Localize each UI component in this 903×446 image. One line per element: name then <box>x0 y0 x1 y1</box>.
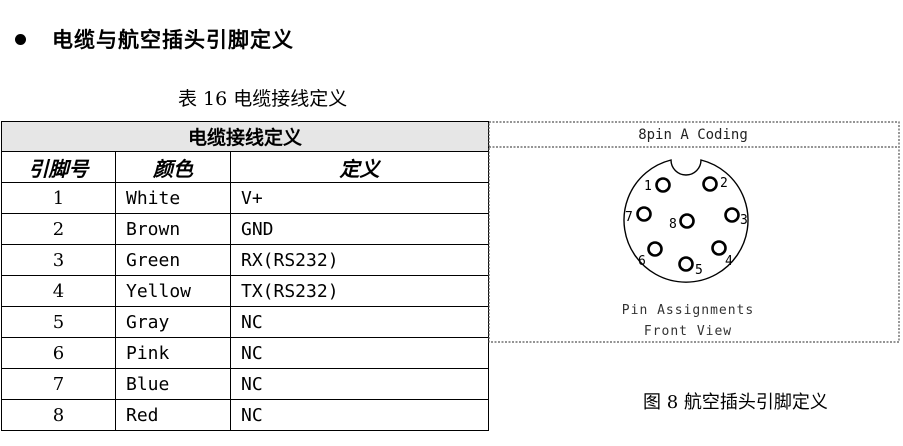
pin-cell: 6 <box>1 337 116 369</box>
color-cell: Pink <box>115 337 231 369</box>
definition-cell: NC <box>229 306 490 338</box>
pin-cell: 2 <box>1 213 116 245</box>
pin-4-icon <box>711 240 727 256</box>
definition-cell: V+ <box>229 182 490 214</box>
pin-label-7: 7 <box>625 210 633 225</box>
pin-label-1: 1 <box>644 179 652 194</box>
cable-wiring-table: 电缆接线定义 引脚号 颜色 定义 1 White V+ 2 Brown GND … <box>0 121 490 431</box>
color-cell: Brown <box>115 213 231 245</box>
col-header-pin: 引脚号 <box>1 151 116 183</box>
table-caption: 表 16 电缆接线定义 <box>178 88 348 110</box>
pin-2-icon <box>702 176 718 192</box>
pin-7-icon <box>636 206 652 222</box>
definition-cell: RX(RS232) <box>229 244 490 276</box>
pin-cell: 4 <box>1 275 116 307</box>
pin-8-icon <box>679 213 695 229</box>
table-row: 4 Yellow TX(RS232) <box>1 275 490 307</box>
definition-cell: NC <box>229 399 490 431</box>
pin-label-2: 2 <box>720 176 728 191</box>
pin-label-6: 6 <box>638 254 646 269</box>
table-row: 6 Pink NC <box>1 337 490 369</box>
pin-label-4: 4 <box>725 254 733 269</box>
table-row: 1 White V+ <box>1 182 490 214</box>
table-row: 2 Brown GND <box>1 213 490 245</box>
pin-3-icon <box>724 207 740 223</box>
heading-text: 电缆与航空插头引脚定义 <box>52 28 294 52</box>
bullet-icon <box>15 33 26 45</box>
table-row: 7 Blue NC <box>1 368 490 400</box>
pin-cell: 8 <box>1 399 116 431</box>
diagram-title: 8pin A Coding <box>638 127 748 143</box>
table-title-row: 电缆接线定义 <box>0 121 490 152</box>
pin-label-5: 5 <box>695 263 703 278</box>
pin-label-3: 3 <box>740 213 748 228</box>
connector-pinout-diagram: 8pin A Coding 1 2 3 4 5 6 7 8 Pin Assign… <box>488 121 900 343</box>
pin-cell: 3 <box>1 244 116 276</box>
figure-caption: 图 8 航空插头引脚定义 <box>643 392 828 413</box>
color-cell: Gray <box>115 306 231 338</box>
color-cell: Green <box>115 244 231 276</box>
color-cell: White <box>115 182 231 214</box>
col-header-definition: 定义 <box>229 151 490 183</box>
pin-1-icon <box>655 177 671 193</box>
pin-label-8: 8 <box>669 217 677 232</box>
color-cell: Red <box>115 399 231 431</box>
table-row: 3 Green RX(RS232) <box>1 244 490 276</box>
pin-assignments-label: Pin Assignments <box>622 303 754 318</box>
definition-cell: TX(RS232) <box>229 275 490 307</box>
table-header-row: 引脚号 颜色 定义 <box>1 151 490 183</box>
pin-cell: 5 <box>1 306 116 338</box>
section-heading: 电缆与航空插头引脚定义 <box>10 22 294 56</box>
pin-6-icon <box>647 241 663 257</box>
definition-cell: GND <box>229 213 490 245</box>
color-cell: Blue <box>115 368 231 400</box>
definition-cell: NC <box>229 337 490 369</box>
front-view-label: Front View <box>644 324 732 339</box>
table-row: 5 Gray NC <box>1 306 490 338</box>
pin-5-icon <box>678 256 694 272</box>
pin-cell: 1 <box>1 182 116 214</box>
diagram-frame <box>488 121 900 343</box>
pin-cell: 7 <box>1 368 116 400</box>
table-title: 电缆接线定义 <box>0 121 490 152</box>
color-cell: Yellow <box>115 275 231 307</box>
connector-outline <box>623 159 749 283</box>
table-row: 8 Red NC <box>1 399 490 431</box>
col-header-color: 颜色 <box>115 151 231 183</box>
definition-cell: NC <box>229 368 490 400</box>
